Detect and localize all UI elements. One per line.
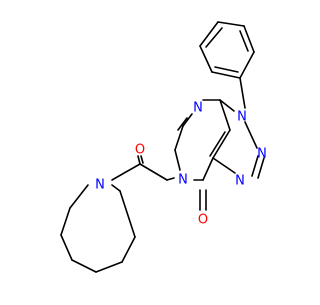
atom-label-n4: N xyxy=(193,101,203,116)
atom-label-n-azepane: N xyxy=(95,178,105,193)
atom-label-n1: N xyxy=(235,174,245,189)
bond xyxy=(214,66,239,73)
bond xyxy=(202,157,214,181)
bond xyxy=(251,155,259,177)
bond xyxy=(219,99,235,112)
bond xyxy=(199,21,219,47)
atom-label-o-amide: O xyxy=(135,143,145,158)
bond xyxy=(60,234,73,261)
molecule-canvas: N O N N N N N O xyxy=(60,21,267,273)
atom-label-n3: N xyxy=(237,110,247,125)
atom-label-n2: N xyxy=(257,147,267,162)
bond xyxy=(177,117,188,131)
bond xyxy=(257,157,265,179)
bond xyxy=(139,163,168,181)
bond xyxy=(95,261,123,273)
bond xyxy=(212,157,236,174)
bond xyxy=(199,45,213,73)
bond xyxy=(212,129,231,159)
bond xyxy=(111,163,141,181)
bond xyxy=(239,30,249,52)
bond xyxy=(119,190,136,238)
bond xyxy=(219,99,231,131)
atom-label-o7: O xyxy=(198,213,208,228)
bond xyxy=(140,155,144,164)
bond xyxy=(174,125,184,151)
bond xyxy=(182,113,193,127)
bond xyxy=(166,177,175,181)
bond xyxy=(211,71,241,79)
bond xyxy=(69,184,89,209)
bond xyxy=(71,259,97,273)
bond xyxy=(121,236,136,263)
bond xyxy=(239,51,255,79)
amide-linker xyxy=(111,155,175,181)
bond xyxy=(111,184,121,192)
atom-label-n6: N xyxy=(178,173,188,188)
phenyl-ring xyxy=(199,21,255,109)
bond xyxy=(244,121,258,149)
bond xyxy=(243,25,255,53)
triazole-ring xyxy=(212,99,265,179)
azepane-ring xyxy=(60,184,136,273)
bond xyxy=(239,77,246,109)
bond xyxy=(174,149,181,171)
molecule-structure: N O N N N N N O xyxy=(60,21,267,273)
pyrimidinone-ring xyxy=(174,99,231,211)
bond xyxy=(60,207,71,236)
bond xyxy=(137,155,141,165)
bond xyxy=(217,21,245,27)
bond xyxy=(205,27,223,48)
bond xyxy=(209,131,226,157)
